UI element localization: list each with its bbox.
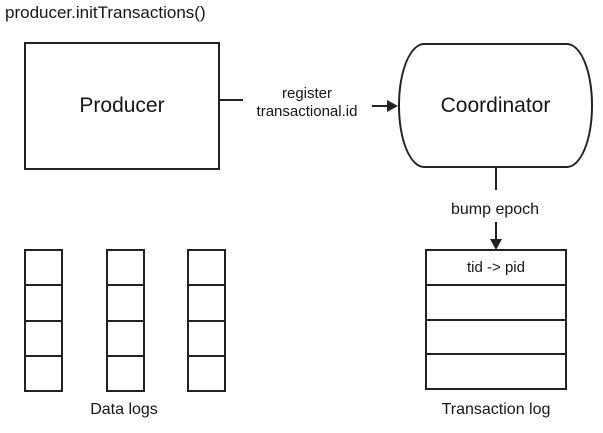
data-log-cell: [107, 284, 143, 319]
producer-node: Producer: [24, 42, 220, 170]
register-edge-line: [372, 105, 388, 107]
data-log-column: [187, 249, 226, 392]
data-logs-group: [24, 249, 226, 392]
transaction-log-header-cell: tid -> pid: [467, 258, 525, 276]
transaction-log-caption: Transaction log: [441, 401, 551, 418]
register-edge-label-line1: register: [281, 85, 333, 102]
data-log-cell: [189, 354, 224, 390]
data-log-cell: [189, 251, 224, 284]
transaction-log-table: tid -> pid: [425, 249, 567, 390]
data-log-cell: [108, 251, 143, 284]
transaction-log-header-row: tid -> pid: [427, 251, 565, 284]
data-log-cell: [107, 319, 143, 355]
register-edge-stub: [219, 99, 243, 101]
coordinator-label: Coordinator: [440, 93, 551, 117]
register-edge-label: register transactional.id: [231, 85, 383, 121]
data-log-cell: [189, 319, 224, 355]
data-log-cell: [26, 354, 61, 390]
register-edge-label-line2: transactional.id: [256, 103, 358, 120]
data-log-cell: [26, 251, 61, 284]
transaction-log-empty-row: [427, 318, 565, 354]
data-log-cell: [189, 284, 224, 319]
data-log-column: [105, 249, 145, 392]
bump-epoch-edge-label: bump epoch: [450, 201, 540, 218]
data-log-column: [24, 249, 63, 392]
arrow-right-icon: [387, 100, 398, 112]
data-log-cell: [26, 319, 61, 355]
transaction-log-empty-row: [427, 283, 565, 319]
data-log-cell: [107, 354, 143, 390]
transaction-log-empty-row: [427, 353, 565, 388]
coordinator-node: Coordinator: [398, 43, 593, 168]
arrow-down-icon: [490, 239, 502, 250]
bump-epoch-edge-line: [495, 222, 497, 240]
bump-epoch-edge-stub: [495, 167, 497, 190]
data-logs-caption: Data logs: [90, 401, 158, 418]
diagram-title: producer.initTransactions(): [5, 3, 206, 22]
data-log-cell: [26, 284, 61, 319]
producer-label: Producer: [79, 94, 165, 117]
